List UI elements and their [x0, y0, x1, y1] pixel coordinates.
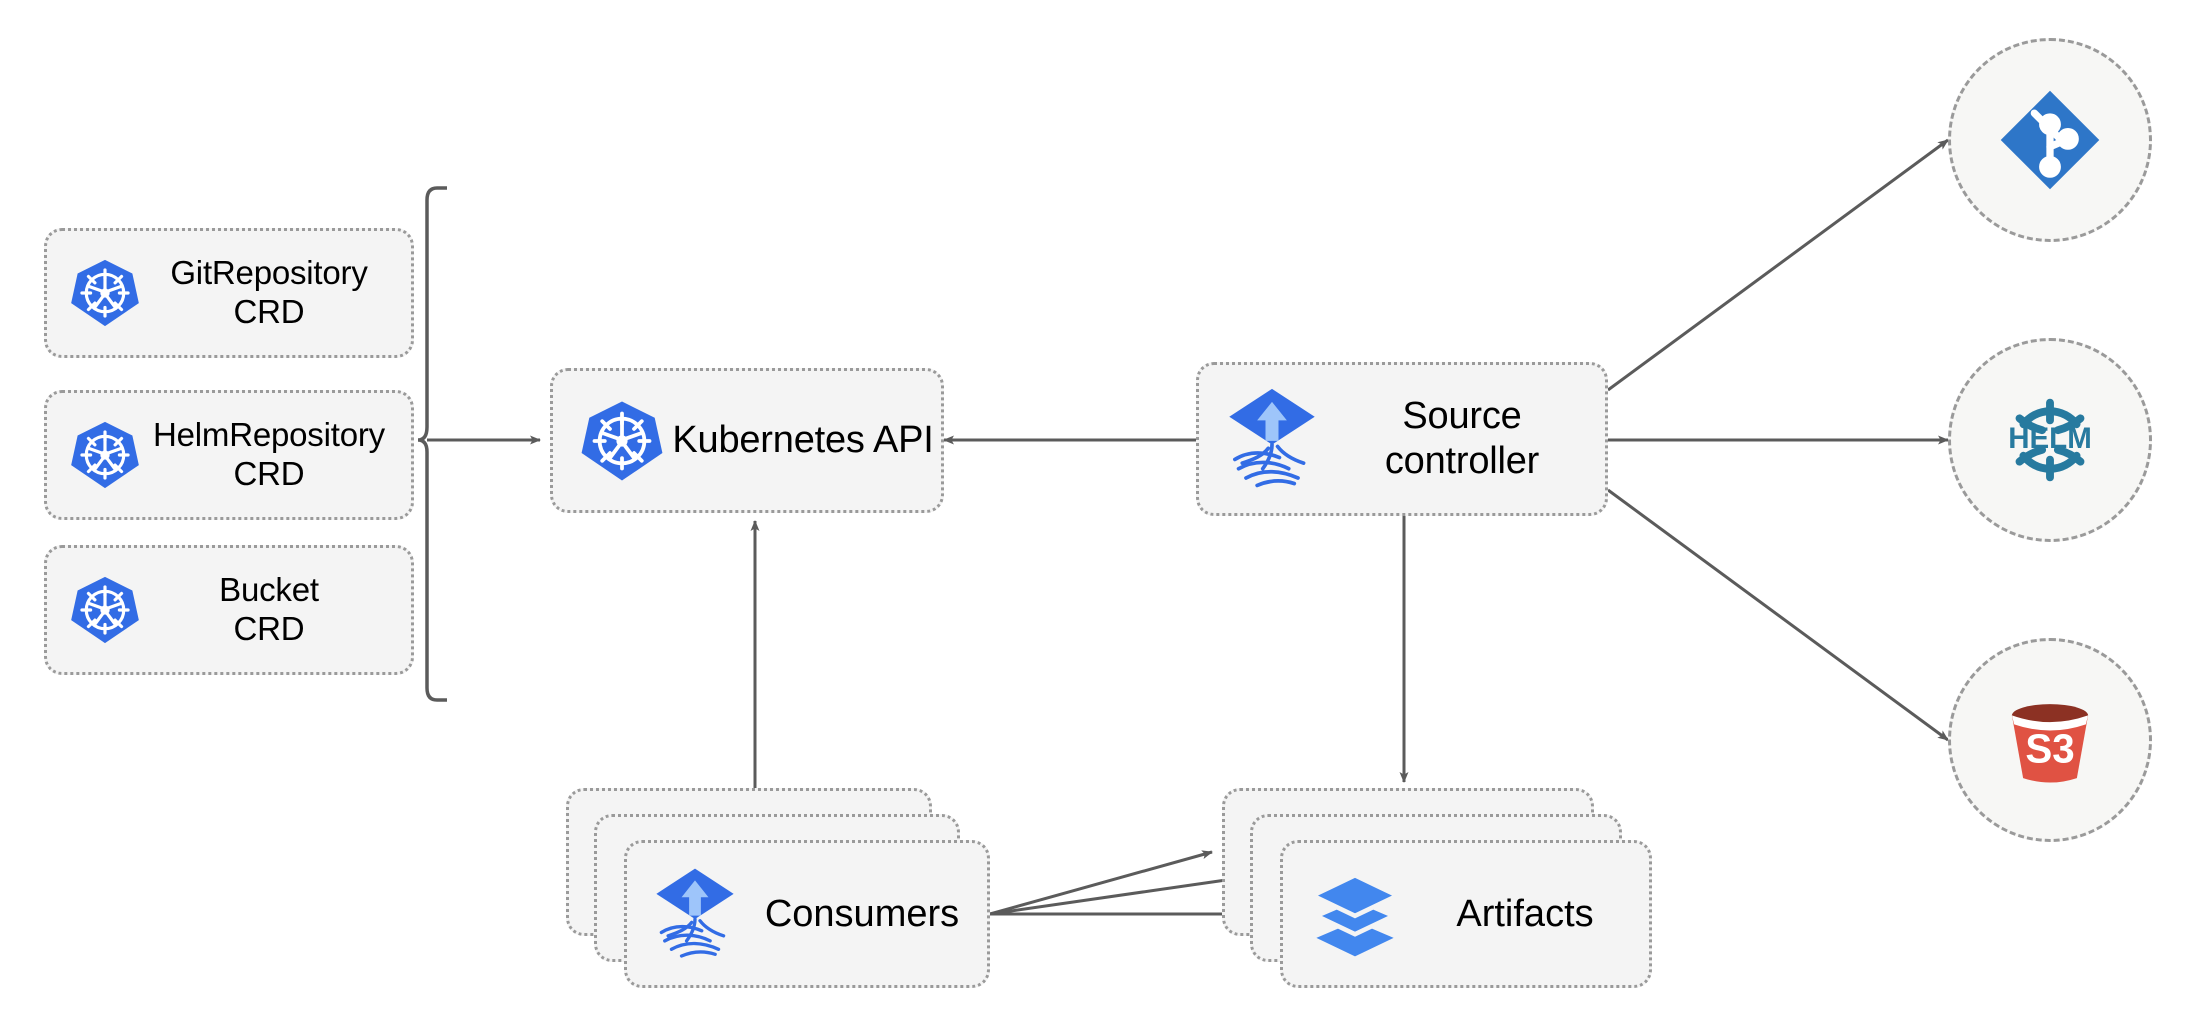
node-kubernetes-api[interactable]: Kubernetes API [550, 368, 944, 513]
kubernetes-icon [581, 400, 663, 481]
consumers-card-front[interactable]: Consumers [624, 840, 990, 988]
node-consumers[interactable]: Consumers [566, 788, 990, 988]
flux-icon [656, 868, 734, 958]
crd-label: Bucket CRD [219, 571, 319, 647]
svg-text:HELM: HELM [2008, 422, 2092, 455]
crd-group-bracket [417, 186, 447, 702]
kubernetes-icon [71, 259, 139, 327]
edge-source-to-s3 [1607, 488, 1949, 742]
node-s3-source[interactable]: S3 [1948, 638, 2152, 842]
node-source-controller[interactable]: Source controller [1196, 362, 1608, 516]
edge-source-to-git [1607, 138, 1949, 392]
node-label: Artifacts [1456, 892, 1594, 935]
git-icon [2000, 90, 2100, 190]
edge-consumers-to-artifacts-1 [989, 850, 1213, 916]
edge-consumers-to-artifacts-2 [989, 874, 1241, 916]
crd-label: HelmRepository CRD [153, 416, 385, 492]
svg-text:S3: S3 [2025, 725, 2074, 771]
node-artifacts[interactable]: Artifacts [1222, 788, 1652, 988]
artifacts-card-front[interactable]: Artifacts [1280, 840, 1652, 988]
node-label: Consumers [764, 892, 960, 935]
node-helmrepository-crd[interactable]: HelmRepository CRD [44, 390, 414, 520]
s3-icon: S3 [2011, 704, 2089, 783]
kubernetes-icon [71, 576, 139, 644]
node-bucket-crd[interactable]: Bucket CRD [44, 545, 414, 675]
helm-icon: HELM [2008, 398, 2092, 482]
layers-icon [1309, 872, 1401, 957]
node-helm-source[interactable]: HELM [1948, 338, 2152, 542]
crd-label: GitRepository CRD [170, 254, 368, 330]
kubernetes-icon [71, 421, 139, 489]
node-label: Kubernetes API [672, 419, 934, 462]
flux-icon [1229, 388, 1315, 488]
node-git-source[interactable] [1948, 38, 2152, 242]
node-label: Source controller [1384, 395, 1540, 482]
node-gitrepository-crd[interactable]: GitRepository CRD [44, 228, 414, 358]
